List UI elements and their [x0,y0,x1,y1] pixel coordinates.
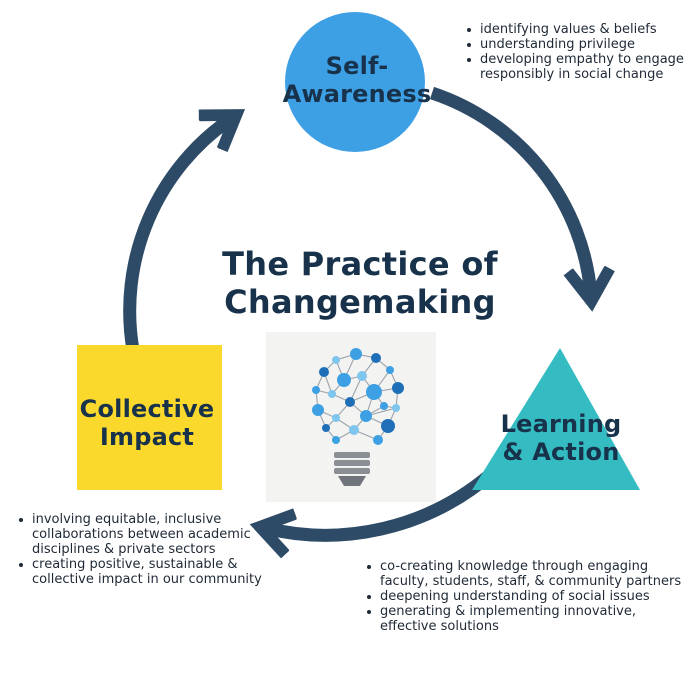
learning-action-triangle [472,348,640,490]
learning-action-label: Learning & Action [478,410,644,467]
bullet-item: deepening understanding of social issues [364,589,689,604]
collective-impact-label: Collective Impact [62,395,232,452]
bullet-item: co-creating knowledge through engaging f… [364,559,689,589]
bullet-item: generating & implementing innovative, ef… [364,604,689,634]
self-awareness-label-line1: Self- [325,52,389,80]
bulb-nodes [312,348,404,445]
learning-action-label-line2: & Action [502,438,620,467]
self-awareness-circle [285,12,425,152]
bullet-item: creating positive, sustainable & collect… [16,557,278,587]
arrow-learning-to-collective [265,469,496,535]
bullet-item: identifying values & beliefs [464,22,684,37]
bulb-base [334,452,370,486]
bullet-item: understanding privilege [464,37,684,52]
bullet-item: involving equitable, inclusive collabora… [16,512,278,557]
learning-action-label-line1: Learning [500,410,622,438]
lightbulb-network-icon [312,348,404,486]
collective-impact-label-line2: Impact [99,423,195,452]
arrow-collective-to-self [123,118,232,352]
lightbulb-panel [266,332,436,502]
collective-impact-square [77,345,222,490]
self-awareness-label: Self- Awareness [262,52,452,109]
bullet-item: developing empathy to engage responsibly… [464,52,684,82]
learning-action-bullets: co-creating knowledge through engaging f… [364,559,689,634]
collective-impact-bullets: involving equitable, inclusive collabora… [16,512,278,587]
collective-impact-label-line1: Collective [79,395,215,423]
arrow-self-to-learning [429,86,591,296]
self-awareness-label-line2: Awareness [282,80,432,109]
diagram-title: The Practice of Changemaking [222,245,498,321]
self-awareness-bullets: identifying values & beliefs understandi… [464,22,684,82]
